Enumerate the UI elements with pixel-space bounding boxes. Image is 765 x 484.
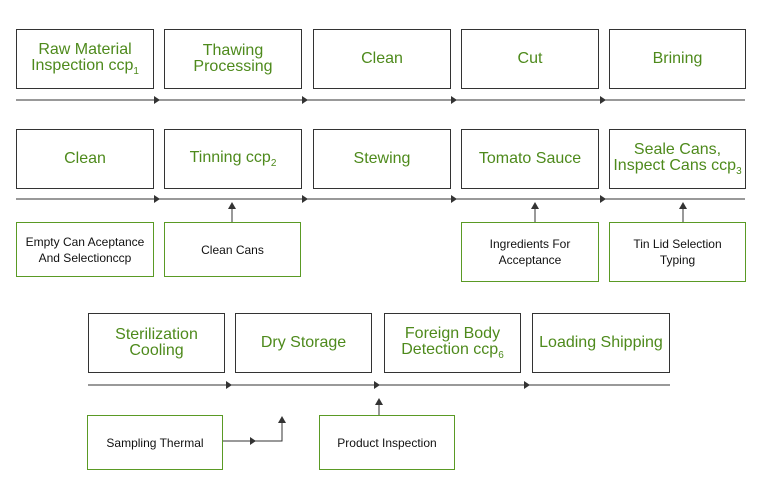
arrowhead	[302, 195, 308, 203]
arrowhead	[154, 195, 160, 203]
arrowhead	[451, 96, 457, 104]
step-loading-shipping: Loading Shipping	[532, 313, 670, 373]
input-sampling-thermal: Sampling Thermal	[87, 415, 223, 470]
arrowhead	[226, 381, 232, 389]
step-label: Clean	[64, 150, 106, 167]
input-clean-cans: Clean Cans	[164, 222, 301, 277]
step-label: Seale Cans, Inspect Cans ccp3	[613, 141, 742, 178]
step-label: Dry Storage	[260, 334, 347, 351]
step-sterilization-cooling: Sterilization Cooling	[88, 313, 225, 373]
input-label: Sampling Thermal	[106, 435, 204, 450]
input-product-inspection: Product Inspection	[319, 415, 455, 470]
arrowhead	[374, 381, 380, 389]
step-foreign-body-detection: Foreign Body Detection ccp6	[384, 313, 521, 373]
step-label: Cut	[517, 50, 543, 67]
step-label: Brining	[652, 50, 703, 67]
arrowhead	[154, 96, 160, 104]
arrowhead	[375, 398, 383, 405]
input-label: Clean Cans	[201, 242, 264, 257]
step-dry-storage: Dry Storage	[235, 313, 372, 373]
step-label: Loading Shipping	[539, 334, 663, 351]
step-label: Raw Material Inspection ccp1	[31, 41, 139, 78]
input-empty-can-acceptance: Empty Can Aceptance And Selectionccp	[16, 222, 154, 277]
arrowhead	[600, 96, 606, 104]
step-thawing-processing: Thawing Processing	[164, 29, 302, 89]
arrowhead	[524, 381, 530, 389]
arrowhead	[228, 202, 236, 209]
step-clean-2: Clean	[16, 129, 154, 189]
arrowhead	[302, 96, 308, 104]
input-ingredients-acceptance: Ingredients For Acceptance	[461, 222, 599, 282]
input-label: Product Inspection	[337, 435, 437, 450]
input-label: Empty Can Aceptance And Selectionccp	[25, 234, 145, 265]
step-raw-material-inspection: Raw Material Inspection ccp1	[16, 29, 154, 89]
sampling-thermal-connector	[222, 421, 283, 442]
input-label: Ingredients For Acceptance	[489, 237, 571, 267]
step-seale-cans: Seale Cans, Inspect Cans ccp3	[609, 129, 746, 189]
step-label: Clean	[361, 50, 403, 67]
step-label: Tinning ccp2	[189, 149, 277, 170]
step-label: Thawing Processing	[193, 42, 273, 75]
input-label: Tin Lid Selection Typing	[633, 237, 722, 267]
step-label: Tomato Sauce	[478, 150, 582, 167]
arrowhead	[278, 416, 286, 423]
step-tinning: Tinning ccp2	[164, 129, 302, 189]
arrowhead	[679, 202, 687, 209]
step-tomato-sauce: Tomato Sauce	[461, 129, 599, 189]
arrowhead	[531, 202, 539, 209]
step-brining: Brining	[609, 29, 746, 89]
step-label: Foreign Body Detection ccp6	[401, 325, 504, 362]
step-label: Sterilization Cooling	[115, 326, 198, 359]
step-clean: Clean	[313, 29, 451, 89]
step-label: Stewing	[353, 150, 411, 167]
arrowhead	[250, 437, 256, 445]
arrowhead	[600, 195, 606, 203]
input-tin-lid-selection: Tin Lid Selection Typing	[609, 222, 746, 282]
step-stewing: Stewing	[313, 129, 451, 189]
step-cut: Cut	[461, 29, 599, 89]
arrowhead	[451, 195, 457, 203]
